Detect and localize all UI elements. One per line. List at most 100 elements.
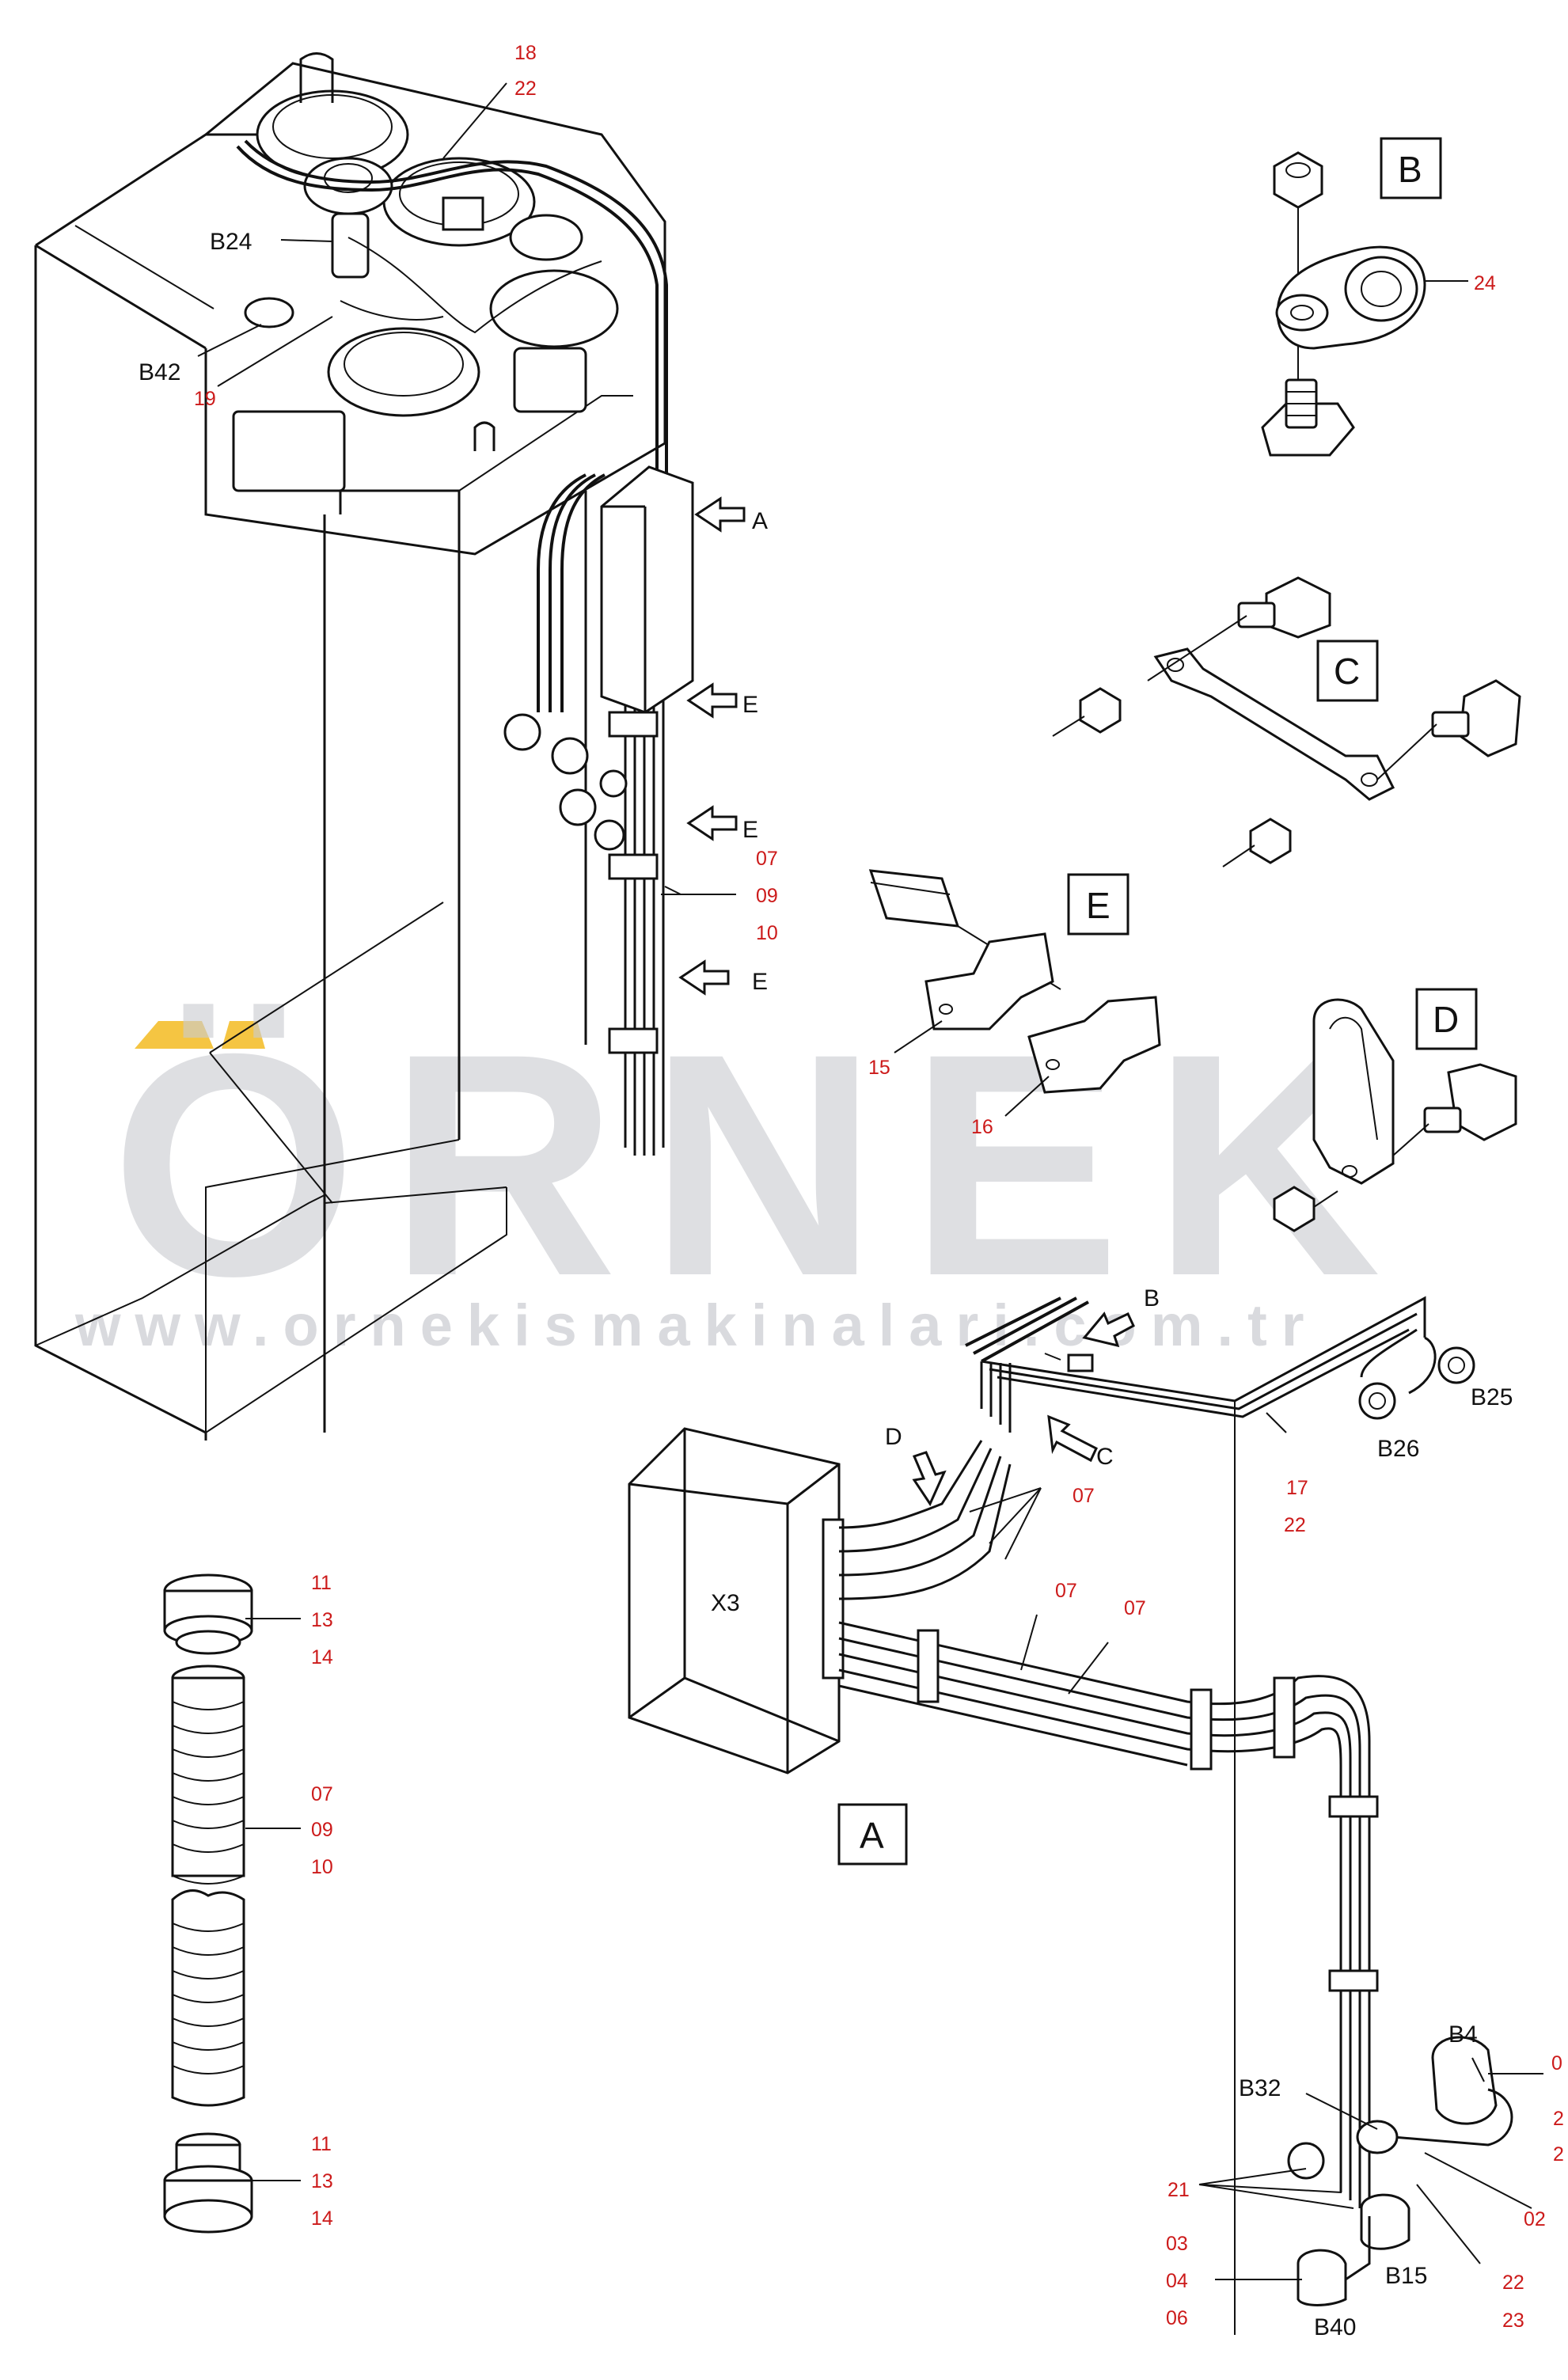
detail-box-e-letter: E bbox=[1086, 885, 1111, 926]
label-arrow-e3: E bbox=[752, 969, 768, 995]
part-11-bot: 11 bbox=[311, 2133, 332, 2155]
part-23: 23 bbox=[1502, 2310, 1524, 2332]
leader-b24 bbox=[280, 239, 333, 242]
part-07-hose: 07 bbox=[311, 1783, 333, 1805]
sensor-b15-icon bbox=[1360, 2193, 1410, 2250]
leader-17-22 bbox=[1266, 1412, 1287, 1433]
part-04: 04 bbox=[1166, 2270, 1188, 2292]
part-2-edge2: 2 bbox=[1553, 2143, 1564, 2166]
part-14-bot: 14 bbox=[311, 2207, 333, 2230]
label-arrow-e2: E bbox=[742, 817, 758, 843]
detail-box-b-letter: B bbox=[1398, 149, 1422, 190]
watermark-accent-right bbox=[222, 1021, 265, 1049]
detail-b: B bbox=[1261, 137, 1468, 457]
arrow-b-icon bbox=[1082, 1311, 1135, 1348]
sensor-b32-icon bbox=[1356, 2120, 1399, 2154]
label-arrow-c: C bbox=[1096, 1444, 1114, 1470]
part-13-top: 13 bbox=[311, 1609, 333, 1631]
arrow-e3-icon bbox=[678, 959, 730, 996]
watermark-accent-left bbox=[135, 1021, 214, 1049]
sensor-b4-icon bbox=[1431, 2036, 1498, 2125]
label-arrow-b: B bbox=[1144, 1285, 1160, 1311]
detail-box-d bbox=[1415, 988, 1478, 1050]
main-unit bbox=[34, 52, 736, 1441]
arrow-e2-icon bbox=[686, 805, 738, 841]
watermark: ÖRNEK www.ornekismakinalari.com.tr bbox=[74, 988, 1413, 1358]
label-b25: B25 bbox=[1471, 1384, 1513, 1410]
label-arrow-a: A bbox=[752, 508, 768, 534]
arrow-c-icon bbox=[1047, 1414, 1098, 1463]
part-22-bot: 22 bbox=[1502, 2272, 1524, 2294]
detail-box-c bbox=[1316, 640, 1379, 702]
label-arrow-d: D bbox=[885, 1424, 902, 1450]
pointer-arrows-main bbox=[678, 496, 746, 996]
watermark-brand: ÖRNEK bbox=[111, 988, 1413, 1342]
part-09-mid: 09 bbox=[756, 885, 778, 907]
corrugated-hose bbox=[163, 1573, 301, 2234]
part-11-top: 11 bbox=[311, 1572, 332, 1594]
part-13-bot: 13 bbox=[311, 2170, 333, 2192]
part-07-d: 07 bbox=[1055, 1580, 1077, 1602]
part-2-edge1: 2 bbox=[1553, 2108, 1564, 2130]
leader-21b bbox=[1198, 2168, 1307, 2185]
part-18: 18 bbox=[514, 42, 537, 64]
part-22-b: 22 bbox=[1284, 1514, 1306, 1536]
arrow-e1-icon bbox=[686, 682, 738, 719]
part-22-top: 22 bbox=[514, 78, 537, 100]
leader-16 bbox=[1004, 1076, 1050, 1117]
leader-07-c2 bbox=[989, 1487, 1042, 1544]
label-b40: B40 bbox=[1314, 2314, 1356, 2340]
sensor-b26-icon bbox=[1358, 1382, 1396, 1420]
part-10-mid: 10 bbox=[756, 922, 778, 944]
leader-21a bbox=[1198, 2184, 1342, 2193]
leader-15 bbox=[894, 1020, 943, 1053]
detail-box-c-letter: C bbox=[1334, 651, 1360, 692]
detail-d: D bbox=[1273, 988, 1517, 1232]
leader-b32 bbox=[1305, 2093, 1378, 2130]
sensor-b25-icon bbox=[1437, 1346, 1475, 1384]
leader-07-d bbox=[1020, 1614, 1038, 1671]
leader-02 bbox=[1424, 2152, 1532, 2209]
detail-box-d-letter: D bbox=[1433, 999, 1459, 1040]
label-b4: B4 bbox=[1448, 2021, 1478, 2048]
detail-box-e bbox=[1067, 873, 1129, 936]
part-10-hose: 10 bbox=[311, 1856, 333, 1878]
detail-box-b bbox=[1380, 137, 1442, 199]
part-16: 16 bbox=[971, 1116, 993, 1138]
part-09-hose: 09 bbox=[311, 1819, 333, 1841]
part-07-c: 07 bbox=[1073, 1485, 1095, 1507]
part-19: 19 bbox=[194, 388, 216, 410]
leader-21c bbox=[1198, 2184, 1354, 2209]
part-14-top: 14 bbox=[311, 1646, 333, 1668]
part-02: 02 bbox=[1524, 2208, 1546, 2230]
label-arrow-e1: E bbox=[742, 692, 758, 718]
part-24: 24 bbox=[1474, 272, 1496, 294]
part-21: 21 bbox=[1167, 2179, 1190, 2201]
label-x3: X3 bbox=[711, 1590, 740, 1616]
pointer-arrows-harness bbox=[912, 1311, 1135, 1507]
detail-e: E bbox=[868, 869, 1161, 1117]
arrow-a-icon bbox=[694, 496, 746, 533]
leader-19 bbox=[217, 316, 333, 387]
leader-22-bot bbox=[1416, 2184, 1481, 2264]
label-b15: B15 bbox=[1385, 2263, 1427, 2289]
part-0-edge: 0 bbox=[1551, 2052, 1562, 2074]
leader-b42 bbox=[197, 324, 262, 357]
harness-system bbox=[628, 1296, 1543, 2335]
part-07-mid: 07 bbox=[756, 848, 778, 870]
part-15: 15 bbox=[868, 1057, 890, 1079]
leader-07-e bbox=[1068, 1642, 1109, 1695]
detail-c: C bbox=[1052, 576, 1521, 867]
leader-07-c bbox=[969, 1487, 1042, 1513]
label-b42: B42 bbox=[139, 359, 180, 385]
detail-box-a-letter: A bbox=[860, 1815, 884, 1856]
leader-18-22 bbox=[442, 82, 507, 159]
label-b32: B32 bbox=[1239, 2075, 1281, 2101]
detail-box-a bbox=[837, 1803, 908, 1866]
label-b26: B26 bbox=[1377, 1436, 1419, 1462]
part-17: 17 bbox=[1286, 1477, 1308, 1499]
arrow-d-icon bbox=[912, 1451, 947, 1507]
leader-b4 bbox=[1471, 2057, 1485, 2082]
